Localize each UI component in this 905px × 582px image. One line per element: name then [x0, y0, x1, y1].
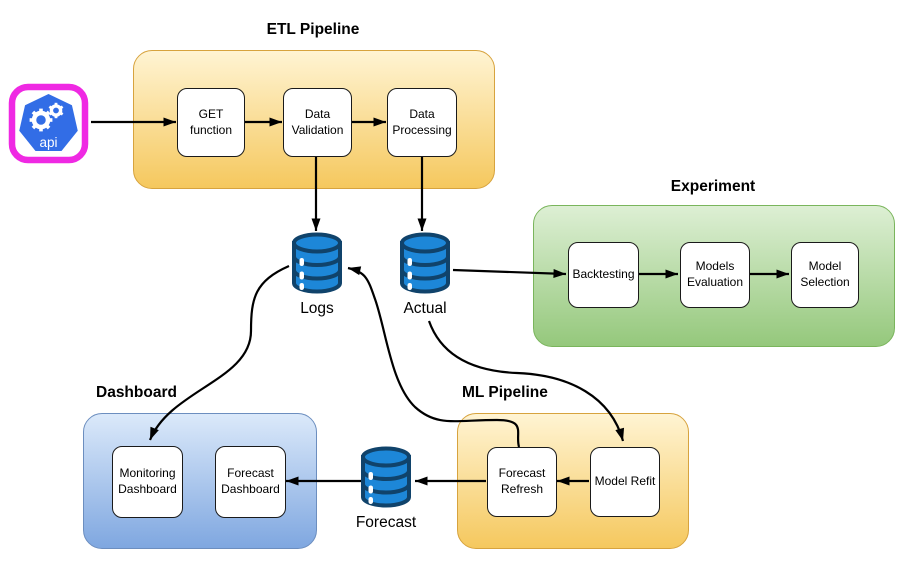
gear-icon [29, 102, 64, 132]
node-label: Model Refit [594, 474, 656, 489]
node-data-validation[interactable]: Data Validation [283, 88, 352, 157]
node-forecast-dashboard[interactable]: Forecast Dashboard [215, 446, 286, 518]
logs-database-icon[interactable] [290, 232, 344, 296]
node-label: Forecast Dashboard [221, 466, 280, 496]
node-label: GET function [189, 106, 233, 137]
node-backtesting[interactable]: Backtesting [568, 242, 639, 308]
node-monitoring-dashboard[interactable]: Monitoring Dashboard [112, 446, 183, 518]
node-label: Forecast Refresh [498, 466, 546, 496]
edge-actual-to-model-refit [427, 320, 625, 442]
node-label: Data Validation [291, 106, 344, 137]
node-get-function[interactable]: GET function [177, 88, 245, 157]
forecast-database-icon[interactable] [359, 446, 413, 510]
api-icon[interactable]: api [8, 83, 89, 164]
node-label: Data Processing [392, 106, 452, 137]
experiment-title: Experiment [670, 178, 756, 195]
dashboard-title: Dashboard [96, 384, 177, 401]
etl-pipeline-title: ETL Pipeline [266, 21, 360, 38]
node-models-evaluation[interactable]: Models Evaluation [680, 242, 750, 308]
edge-forecast-refresh-to-logs [347, 266, 521, 448]
node-label: Model Selection [800, 259, 850, 289]
node-label: Monitoring Dashboard [118, 466, 177, 496]
node-label: Models Evaluation [686, 259, 744, 289]
api-label: api [39, 135, 57, 150]
actual-database-icon[interactable] [398, 232, 452, 296]
node-label: Backtesting [572, 267, 635, 282]
node-data-processing[interactable]: Data Processing [387, 88, 457, 157]
node-forecast-refresh[interactable]: Forecast Refresh [487, 447, 557, 517]
ml-pipeline-title: ML Pipeline [462, 384, 548, 401]
forecast-label: Forecast [355, 514, 417, 531]
edge-actual-to-backtesting [452, 268, 567, 279]
edge-logs-to-monitoring-dashboard [148, 264, 290, 441]
logs-label: Logs [300, 300, 334, 317]
node-model-refit[interactable]: Model Refit [590, 447, 660, 517]
actual-label: Actual [403, 300, 447, 317]
node-model-selection[interactable]: Model Selection [791, 242, 859, 308]
